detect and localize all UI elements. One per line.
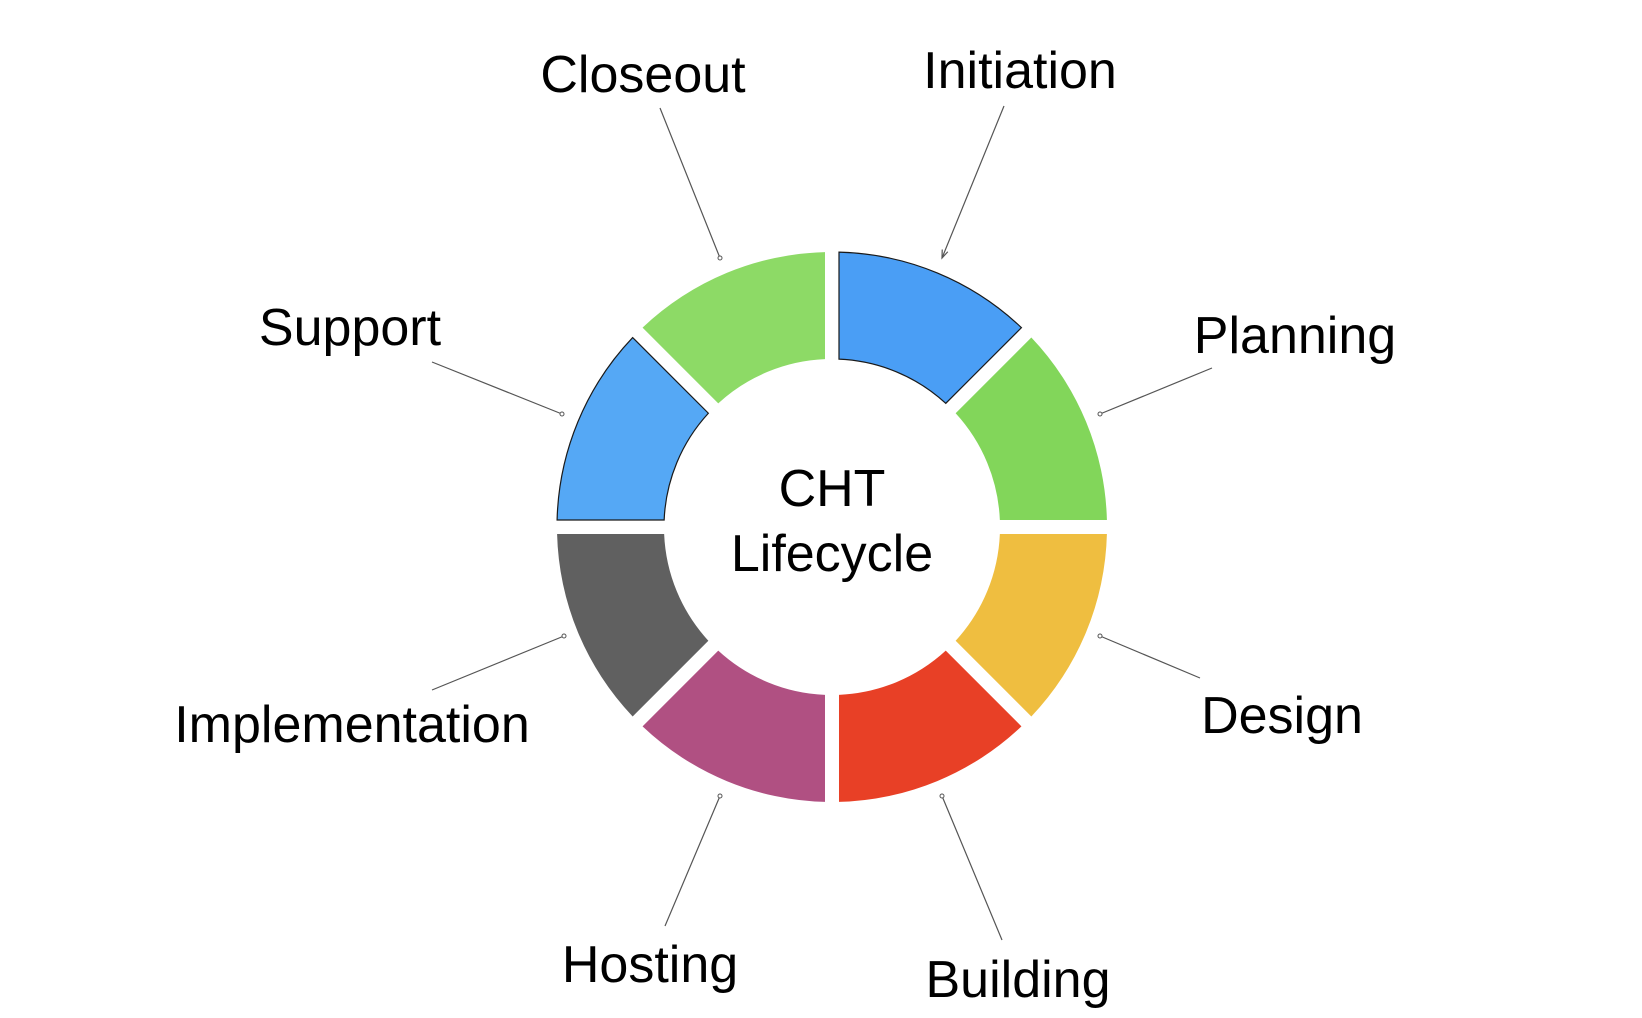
segment-building xyxy=(838,650,1022,802)
center-title-line-1: CHT xyxy=(779,460,886,518)
leader-line-support xyxy=(431,361,563,415)
segment-design xyxy=(955,533,1107,717)
label-design: Design xyxy=(1201,687,1363,745)
segment-implementation xyxy=(557,533,709,717)
leader-line-closeout xyxy=(659,107,721,259)
label-building: Building xyxy=(925,951,1110,1009)
leader-endpoint-support xyxy=(559,411,565,417)
label-hosting: Hosting xyxy=(562,936,738,994)
leader-line-building xyxy=(941,795,1003,941)
leader-endpoint-design xyxy=(1097,633,1103,639)
segment-support xyxy=(556,336,710,521)
label-support: Support xyxy=(259,299,442,357)
leader-arrowhead-initiation xyxy=(941,249,949,260)
leader-line-planning xyxy=(1099,367,1213,415)
label-initiation: Initiation xyxy=(923,42,1117,100)
segment-closeout xyxy=(642,252,826,404)
label-implementation: Implementation xyxy=(174,696,530,754)
leader-endpoint-hosting xyxy=(717,793,723,799)
leader-line-implementation xyxy=(431,635,565,691)
ring-segments xyxy=(556,251,1107,802)
segment-initiation xyxy=(838,251,1023,405)
label-planning: Planning xyxy=(1194,307,1396,365)
leader-line-initiation xyxy=(941,105,1005,259)
center-title-line-2: Lifecycle xyxy=(731,525,933,583)
segment-hosting xyxy=(642,650,826,802)
leader-endpoint-planning xyxy=(1097,411,1103,417)
leader-lines xyxy=(431,105,1213,941)
leader-line-design xyxy=(1099,635,1201,679)
label-closeout: Closeout xyxy=(540,46,746,104)
leader-endpoint-building xyxy=(939,793,945,799)
leader-endpoint-closeout xyxy=(717,255,723,261)
segment-planning xyxy=(955,337,1107,521)
leader-line-hosting xyxy=(664,795,721,927)
leader-endpoint-implementation xyxy=(561,633,567,639)
